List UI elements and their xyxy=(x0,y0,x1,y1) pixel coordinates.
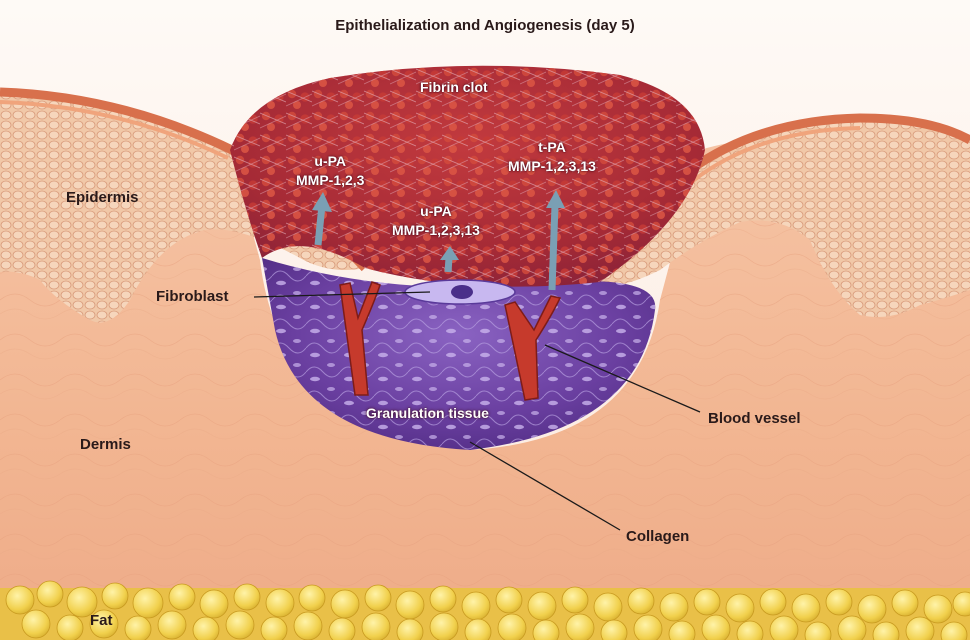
enzyme-left-line2: MMP-1,2,3 xyxy=(296,171,364,190)
diagram-title: Epithelialization and Angiogenesis (day … xyxy=(0,18,970,33)
enzyme-left-line1: u-PA xyxy=(296,152,364,171)
enzyme-label-right: t-PA MMP-1,2,3,13 xyxy=(508,138,596,176)
label-collagen: Collagen xyxy=(626,529,689,544)
enzyme-right-line1: t-PA xyxy=(508,138,596,157)
label-dermis: Dermis xyxy=(80,437,131,452)
arrow-left xyxy=(318,205,322,245)
fat-layer xyxy=(0,581,970,640)
label-epidermis: Epidermis xyxy=(66,190,139,205)
enzyme-label-center: u-PA MMP-1,2,3,13 xyxy=(392,202,480,240)
label-blood-vessel: Blood vessel xyxy=(708,411,801,426)
label-fat: Fat xyxy=(90,613,113,628)
arrow-center xyxy=(448,258,449,272)
label-fibrin-clot: Fibrin clot xyxy=(420,80,488,94)
label-granulation-tissue: Granulation tissue xyxy=(366,406,489,420)
enzyme-center-line2: MMP-1,2,3,13 xyxy=(392,221,480,240)
fibroblast-nucleus xyxy=(451,285,473,299)
arrow-right xyxy=(552,205,555,290)
label-fibroblast: Fibroblast xyxy=(156,289,229,304)
enzyme-center-line1: u-PA xyxy=(392,202,480,221)
enzyme-right-line2: MMP-1,2,3,13 xyxy=(508,157,596,176)
enzyme-label-left: u-PA MMP-1,2,3 xyxy=(296,152,364,190)
